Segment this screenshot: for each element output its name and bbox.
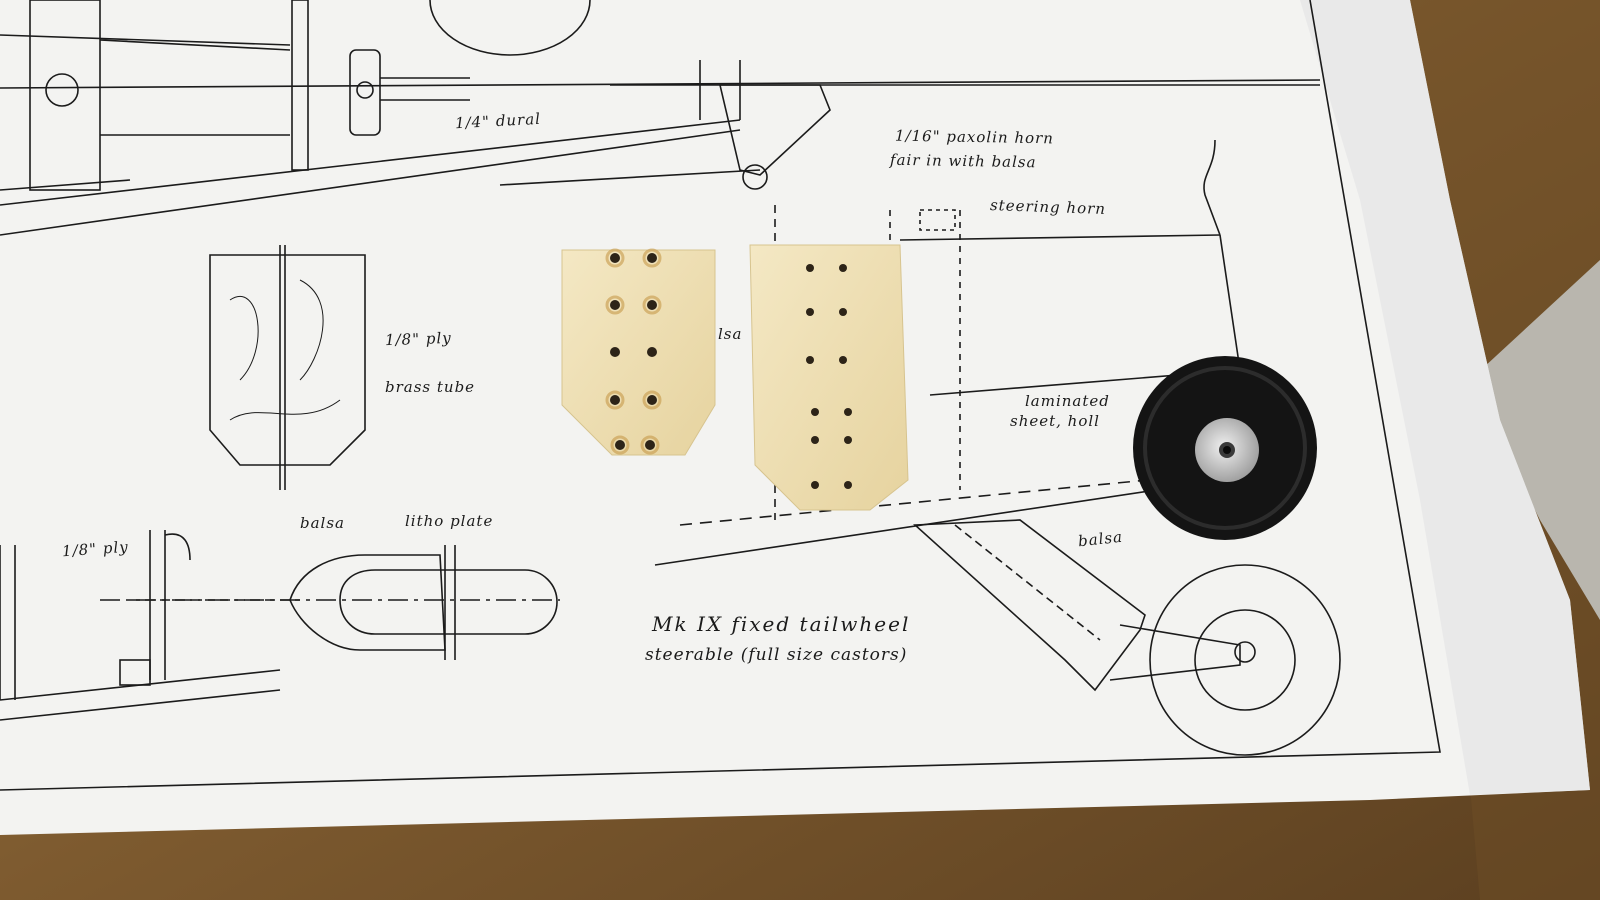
label-litho-plate: litho plate: [405, 512, 494, 530]
tailwheel-fork: [1109, 624, 1241, 681]
plan-lines: [0, 0, 1441, 791]
bulkhead-left: [29, 0, 101, 191]
paper-shade: [1300, 0, 1590, 795]
servo-mount: [349, 49, 381, 136]
ply-burn-marks: [605, 248, 662, 455]
label-eighth-ply: 1/8" ply: [384, 328, 452, 350]
ply-plate-large: [749, 244, 909, 511]
tailwheel-leg: [913, 519, 1146, 692]
caption-line-1: Mk IX fixed tailwheel: [652, 612, 911, 636]
label-balsa-partial: lsa: [718, 325, 743, 343]
label-laminated: laminated: [1025, 392, 1110, 410]
fairing-slot: [339, 569, 558, 635]
plan-border: [0, 0, 1441, 791]
stab-top: [899, 234, 1221, 241]
label-balsa-fairing: balsa: [300, 514, 345, 532]
tailwheel-fairing: [289, 554, 446, 651]
bulkhead-hole: [45, 73, 79, 107]
longeron-top: [0, 79, 1321, 89]
tailwheel-drawn-inner: [1194, 609, 1296, 711]
label-paxolin-horn: 1/16" paxolin horn: [894, 126, 1055, 148]
ply-holes: [610, 253, 852, 489]
tailwheel-part: [1133, 356, 1317, 540]
caption-line-2: steerable (full size castors): [645, 645, 908, 665]
label-fair-in: fair in with balsa: [889, 150, 1037, 172]
horn-bracket: [718, 84, 831, 176]
ply-plate-small: [561, 249, 716, 456]
label-brass-tube: brass tube: [385, 378, 476, 396]
rudder-sketch: [209, 254, 366, 466]
tailwheel-drawn-outer: [1149, 564, 1341, 756]
top-wheel-outline: [429, 0, 591, 56]
fuselage-part: [1470, 260, 1600, 620]
fin-curve: [1203, 139, 1221, 236]
label-sheet-hollow: sheet, holl: [1010, 412, 1100, 430]
former-post: [291, 0, 309, 171]
